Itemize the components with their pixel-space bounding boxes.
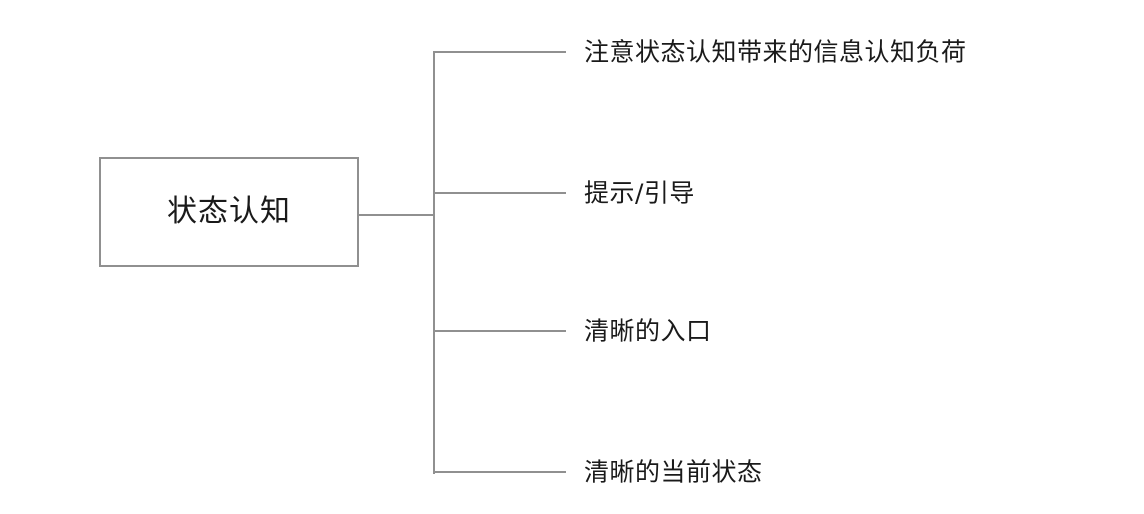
branch-label-1[interactable]: 注意状态认知带来的信息认知负荷 <box>584 37 967 67</box>
connector-branch-4 <box>433 471 566 473</box>
connector-branch-1 <box>433 51 566 53</box>
connector-branch-3 <box>433 330 566 332</box>
branch-label-4[interactable]: 清晰的当前状态 <box>584 457 763 487</box>
branch-label-2[interactable]: 提示/引导 <box>584 178 695 208</box>
connector-stem <box>359 214 435 216</box>
branch-label-3[interactable]: 清晰的入口 <box>584 316 712 346</box>
connector-trunk <box>433 52 435 474</box>
root-node[interactable]: 状态认知 <box>99 157 359 267</box>
connector-branch-2 <box>433 192 566 194</box>
root-node-label: 状态认知 <box>167 194 291 229</box>
